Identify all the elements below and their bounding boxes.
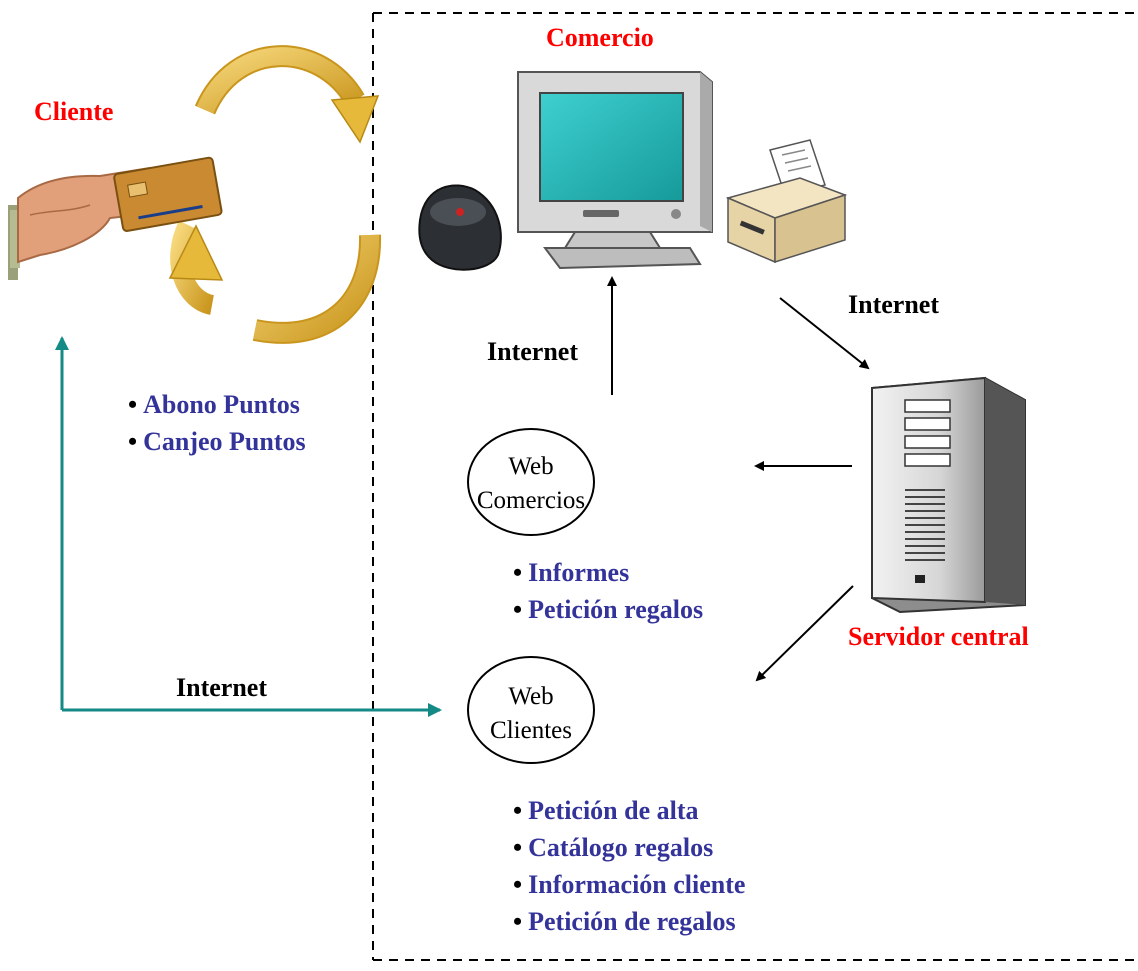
web-comercios-features-list: Informes Petición regalos bbox=[513, 554, 703, 628]
monitor-icon bbox=[517, 71, 713, 270]
server-icon bbox=[871, 376, 1026, 614]
web-clientes-features-list: Petición de alta Catálogo regalos Inform… bbox=[513, 792, 745, 940]
cliente-features-list: Abono Puntos Canjeo Puntos bbox=[128, 386, 306, 460]
web-clientes-node bbox=[467, 656, 595, 764]
feature-informacion-cliente: Información cliente bbox=[513, 866, 745, 903]
label-comercio: Comercio bbox=[546, 23, 654, 52]
web-clientes-line2: Clientes bbox=[490, 717, 572, 744]
web-clientes-label: Web Clientes bbox=[468, 680, 594, 748]
exchange-arrows-icon bbox=[168, 45, 382, 344]
web-comercios-line2: Comercios bbox=[476, 487, 586, 514]
feature-canjeo-puntos: Canjeo Puntos bbox=[128, 423, 306, 460]
teal-arrow-client-web bbox=[55, 336, 442, 717]
hand-card-icon bbox=[8, 156, 223, 280]
feature-catalogo-regalos: Catálogo regalos bbox=[513, 829, 745, 866]
printer-icon bbox=[725, 139, 848, 264]
feature-peticion-de-regalos: Petición de regalos bbox=[513, 903, 745, 940]
web-comercios-label: Web Comercios bbox=[468, 450, 594, 518]
web-comercios-line1: Web bbox=[508, 453, 554, 480]
label-servidor-central: Servidor central bbox=[848, 622, 1029, 651]
feature-peticion-regalos: Petición regalos bbox=[513, 591, 703, 628]
feature-informes: Informes bbox=[513, 554, 703, 591]
arrow-server-to-web-clientes bbox=[755, 585, 854, 682]
label-cliente: Cliente bbox=[34, 97, 114, 126]
feature-peticion-de-alta: Petición de alta bbox=[513, 792, 745, 829]
card-reader-icon bbox=[418, 184, 502, 271]
label-internet-web-monitor: Internet bbox=[487, 337, 578, 366]
label-internet-printer-server: Internet bbox=[848, 290, 939, 319]
web-clientes-line1: Web bbox=[508, 683, 554, 710]
label-internet-client-web: Internet bbox=[176, 673, 267, 702]
feature-abono-puntos: Abono Puntos bbox=[128, 386, 306, 423]
web-comercios-node bbox=[467, 428, 595, 536]
arrow-printer-to-server bbox=[779, 297, 870, 370]
comercio-boundary bbox=[372, 12, 1138, 961]
